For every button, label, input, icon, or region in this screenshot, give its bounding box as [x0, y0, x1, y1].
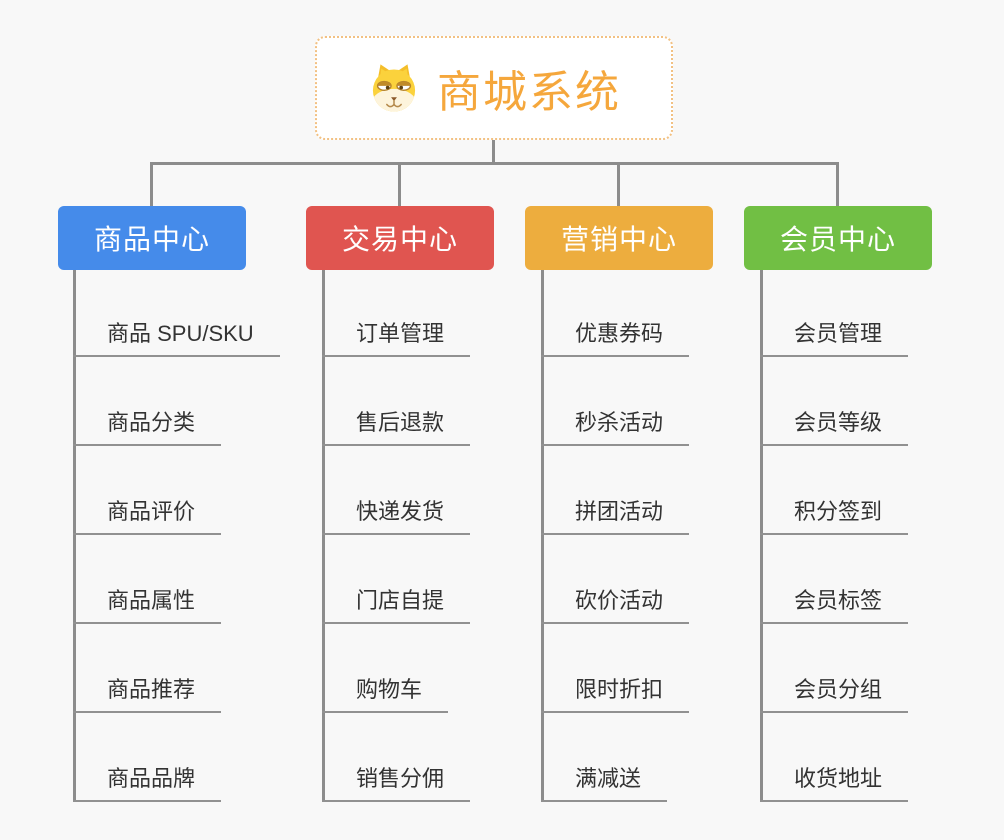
leaf-node[interactable]: 限时折扣 [541, 677, 690, 713]
branch-label: 交易中心 [341, 224, 458, 255]
root-node-label: 商城系统 [437, 68, 621, 117]
leaf-node[interactable]: 秒杀活动 [541, 410, 690, 446]
branch-label: 营销中心 [560, 224, 677, 255]
leaf-node[interactable]: 会员分组 [760, 677, 909, 713]
leaf-node[interactable]: 商品评价 [73, 499, 222, 535]
branch-node-product-center[interactable]: 商品中心 [58, 206, 246, 270]
branch-node-trade-center[interactable]: 交易中心 [306, 206, 494, 270]
leaf-node[interactable]: 门店自提 [322, 588, 471, 624]
root-node[interactable]: 商城系统 [315, 36, 673, 140]
connector-spine [73, 270, 76, 802]
connector-spine [322, 270, 325, 802]
connector-drop-member [836, 162, 839, 206]
leaf-node[interactable]: 商品推荐 [73, 677, 222, 713]
connector-drop-product [150, 162, 153, 206]
leaf-node[interactable]: 购物车 [322, 677, 449, 713]
leaf-node[interactable]: 收货地址 [760, 766, 909, 802]
leaf-node[interactable]: 会员等级 [760, 410, 909, 446]
leaf-node[interactable]: 商品 SPU/SKU [73, 321, 280, 357]
leaf-node[interactable]: 拼团活动 [541, 499, 690, 535]
branch-label: 会员中心 [779, 224, 896, 255]
leaf-node[interactable]: 商品分类 [73, 410, 222, 446]
leaf-node[interactable]: 满减送 [541, 766, 668, 802]
branch-node-marketing-center[interactable]: 营销中心 [525, 206, 713, 270]
leaf-node[interactable]: 商品属性 [73, 588, 222, 624]
connector-spine [541, 270, 544, 802]
connector-root-stub [492, 140, 495, 165]
connector-horizontal [150, 162, 839, 165]
leaf-node[interactable]: 积分签到 [760, 499, 909, 535]
branch-label: 商品中心 [93, 224, 210, 255]
connector-drop-marketing [617, 162, 620, 206]
leaf-node[interactable]: 会员标签 [760, 588, 909, 624]
leaf-node[interactable]: 销售分佣 [322, 766, 471, 802]
leaf-node[interactable]: 快递发货 [322, 499, 471, 535]
branch-node-member-center[interactable]: 会员中心 [744, 206, 932, 270]
leaf-node[interactable]: 售后退款 [322, 410, 471, 446]
leaf-node[interactable]: 优惠券码 [541, 321, 690, 357]
leaf-node[interactable]: 砍价活动 [541, 588, 690, 624]
connector-spine [760, 270, 763, 802]
leaf-node[interactable]: 订单管理 [322, 321, 471, 357]
connector-drop-trade [398, 162, 401, 206]
leaf-node[interactable]: 商品品牌 [73, 766, 222, 802]
dog-face-icon [367, 62, 421, 114]
leaf-node[interactable]: 会员管理 [760, 321, 909, 357]
